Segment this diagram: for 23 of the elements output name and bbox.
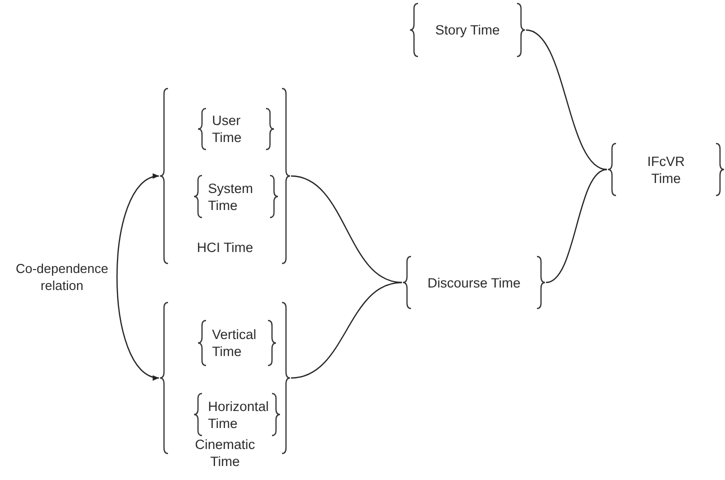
node-label: Story Time — [434, 22, 501, 38]
bracket-box — [194, 393, 280, 436]
node-label: HCI Time — [196, 239, 254, 256]
connector — [546, 168, 608, 284]
node-label: Horizontal Time — [208, 398, 268, 432]
connector — [116, 175, 160, 379]
bracket-box — [198, 320, 276, 366]
node-label: Discourse Time — [426, 274, 522, 291]
bracket-box — [194, 175, 278, 218]
edge-label: Co-dependence relation — [14, 260, 110, 294]
node-label: Vertical Time — [212, 326, 258, 360]
node-label: User Time — [212, 112, 242, 146]
node-label: IFcVR Time — [646, 152, 686, 186]
bracket-box — [403, 256, 545, 309]
node-label: Cinematic Time — [194, 436, 256, 470]
bracket-box — [198, 108, 274, 150]
node-label: System Time — [208, 180, 254, 214]
connector — [290, 175, 402, 284]
bracket-group — [160, 88, 290, 264]
connector — [290, 282, 402, 379]
connector — [526, 29, 608, 170]
bracket-box — [410, 3, 525, 57]
bracket-box — [608, 143, 724, 196]
